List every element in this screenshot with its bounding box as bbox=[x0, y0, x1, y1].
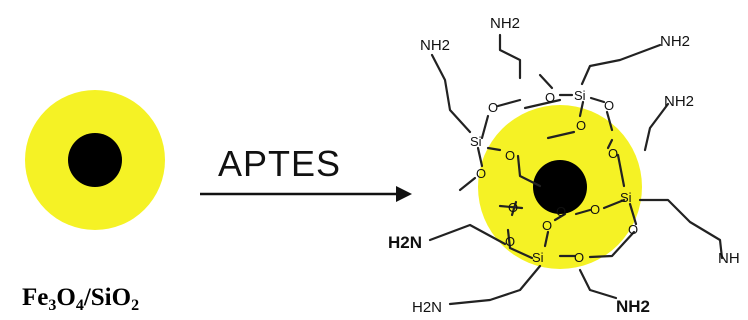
o-atom: O bbox=[590, 202, 600, 217]
amine-label: NH bbox=[718, 250, 740, 267]
o-atom: O bbox=[576, 118, 586, 133]
o-atom: O bbox=[505, 234, 515, 249]
left-fe3o4-core bbox=[68, 133, 122, 187]
amine-label: H2N bbox=[388, 233, 422, 252]
reagent-label: APTES bbox=[218, 143, 341, 184]
left-particle bbox=[25, 90, 165, 230]
oxygen-atoms: O O O O O O O O O O O O O O bbox=[476, 90, 638, 265]
o-atom: O bbox=[542, 218, 552, 233]
o-atom: O bbox=[604, 98, 614, 113]
amine-groups: NH2 NH2 NH2 NH2 H2N NH H2N NH2 bbox=[388, 15, 740, 316]
o-atom: O bbox=[488, 100, 498, 115]
amine-label: NH2 bbox=[420, 37, 450, 54]
o-atom: O bbox=[545, 90, 555, 105]
o-atom: O bbox=[608, 146, 618, 161]
siloxane-network bbox=[428, 33, 724, 306]
o-atom: O bbox=[508, 200, 518, 215]
o-atom: O bbox=[505, 148, 515, 163]
si-atom-bottom: Si bbox=[532, 250, 544, 265]
reaction-arrow bbox=[200, 186, 412, 202]
o-atom: O bbox=[574, 250, 584, 265]
right-fe3o4-core bbox=[533, 160, 587, 214]
o-atom: O bbox=[476, 166, 486, 181]
si-atom-right: Si bbox=[620, 190, 632, 205]
silicon-atoms: Si Si Si Si bbox=[470, 88, 632, 265]
functionalized-particle bbox=[478, 105, 642, 269]
o-atom: O bbox=[628, 222, 638, 237]
amine-label: NH2 bbox=[616, 297, 650, 316]
amine-label: NH2 bbox=[664, 93, 694, 110]
amine-label: NH2 bbox=[490, 15, 520, 32]
left-particle-caption: Fe3O4/SiO2 bbox=[22, 284, 139, 314]
si-atom-top: Si bbox=[574, 88, 586, 103]
o-atom: O bbox=[556, 204, 566, 219]
amine-label: NH2 bbox=[660, 33, 690, 50]
si-atom-left: Si bbox=[470, 134, 482, 149]
amine-label: H2N bbox=[412, 299, 442, 316]
